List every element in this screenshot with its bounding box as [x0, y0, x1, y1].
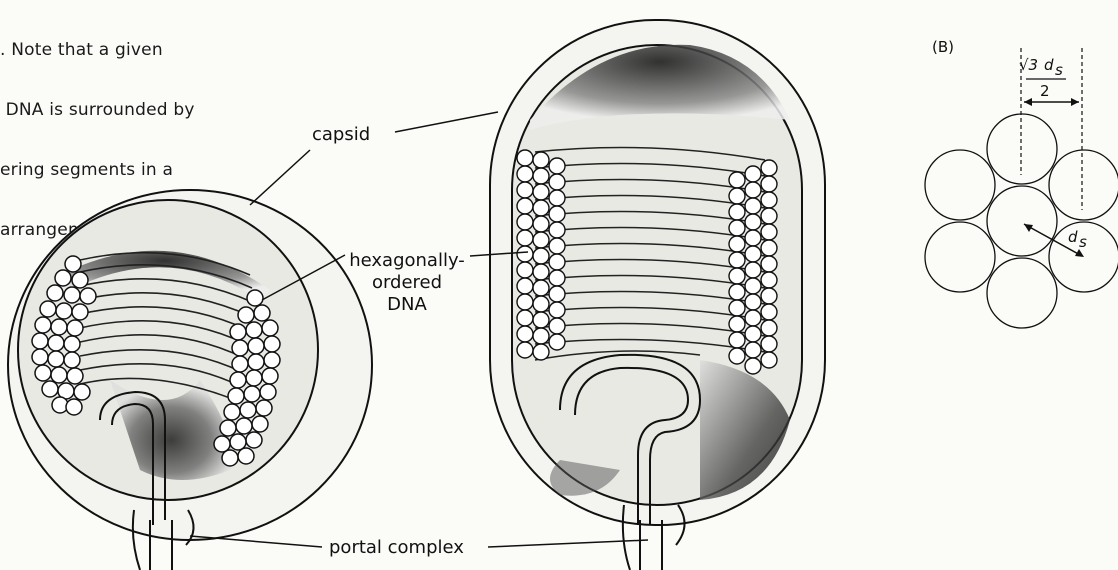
ds-label: d	[1068, 228, 1078, 246]
hexagonal-dna-label-line2: ordered	[372, 272, 442, 293]
panel-b-hexagonal-packing: (B) √3 d s 2 d s	[925, 38, 1118, 328]
panel-b-label: (B)	[932, 38, 954, 56]
small-capsid	[8, 190, 372, 570]
sqrt3-symbol: √3	[1019, 56, 1038, 74]
portal-complex-label: portal complex	[329, 537, 464, 558]
hexagonal-dna-label-line3: DNA	[387, 294, 427, 315]
ds-symbol-top: d	[1044, 56, 1054, 74]
large-capsid	[490, 20, 825, 570]
two-denominator: 2	[1040, 82, 1050, 100]
ds-sub: s	[1079, 233, 1087, 251]
capsid-label: capsid	[312, 124, 370, 145]
hexagonal-dna-label-line1: hexagonally-	[349, 250, 465, 271]
ds-sub-top: s	[1055, 61, 1063, 79]
